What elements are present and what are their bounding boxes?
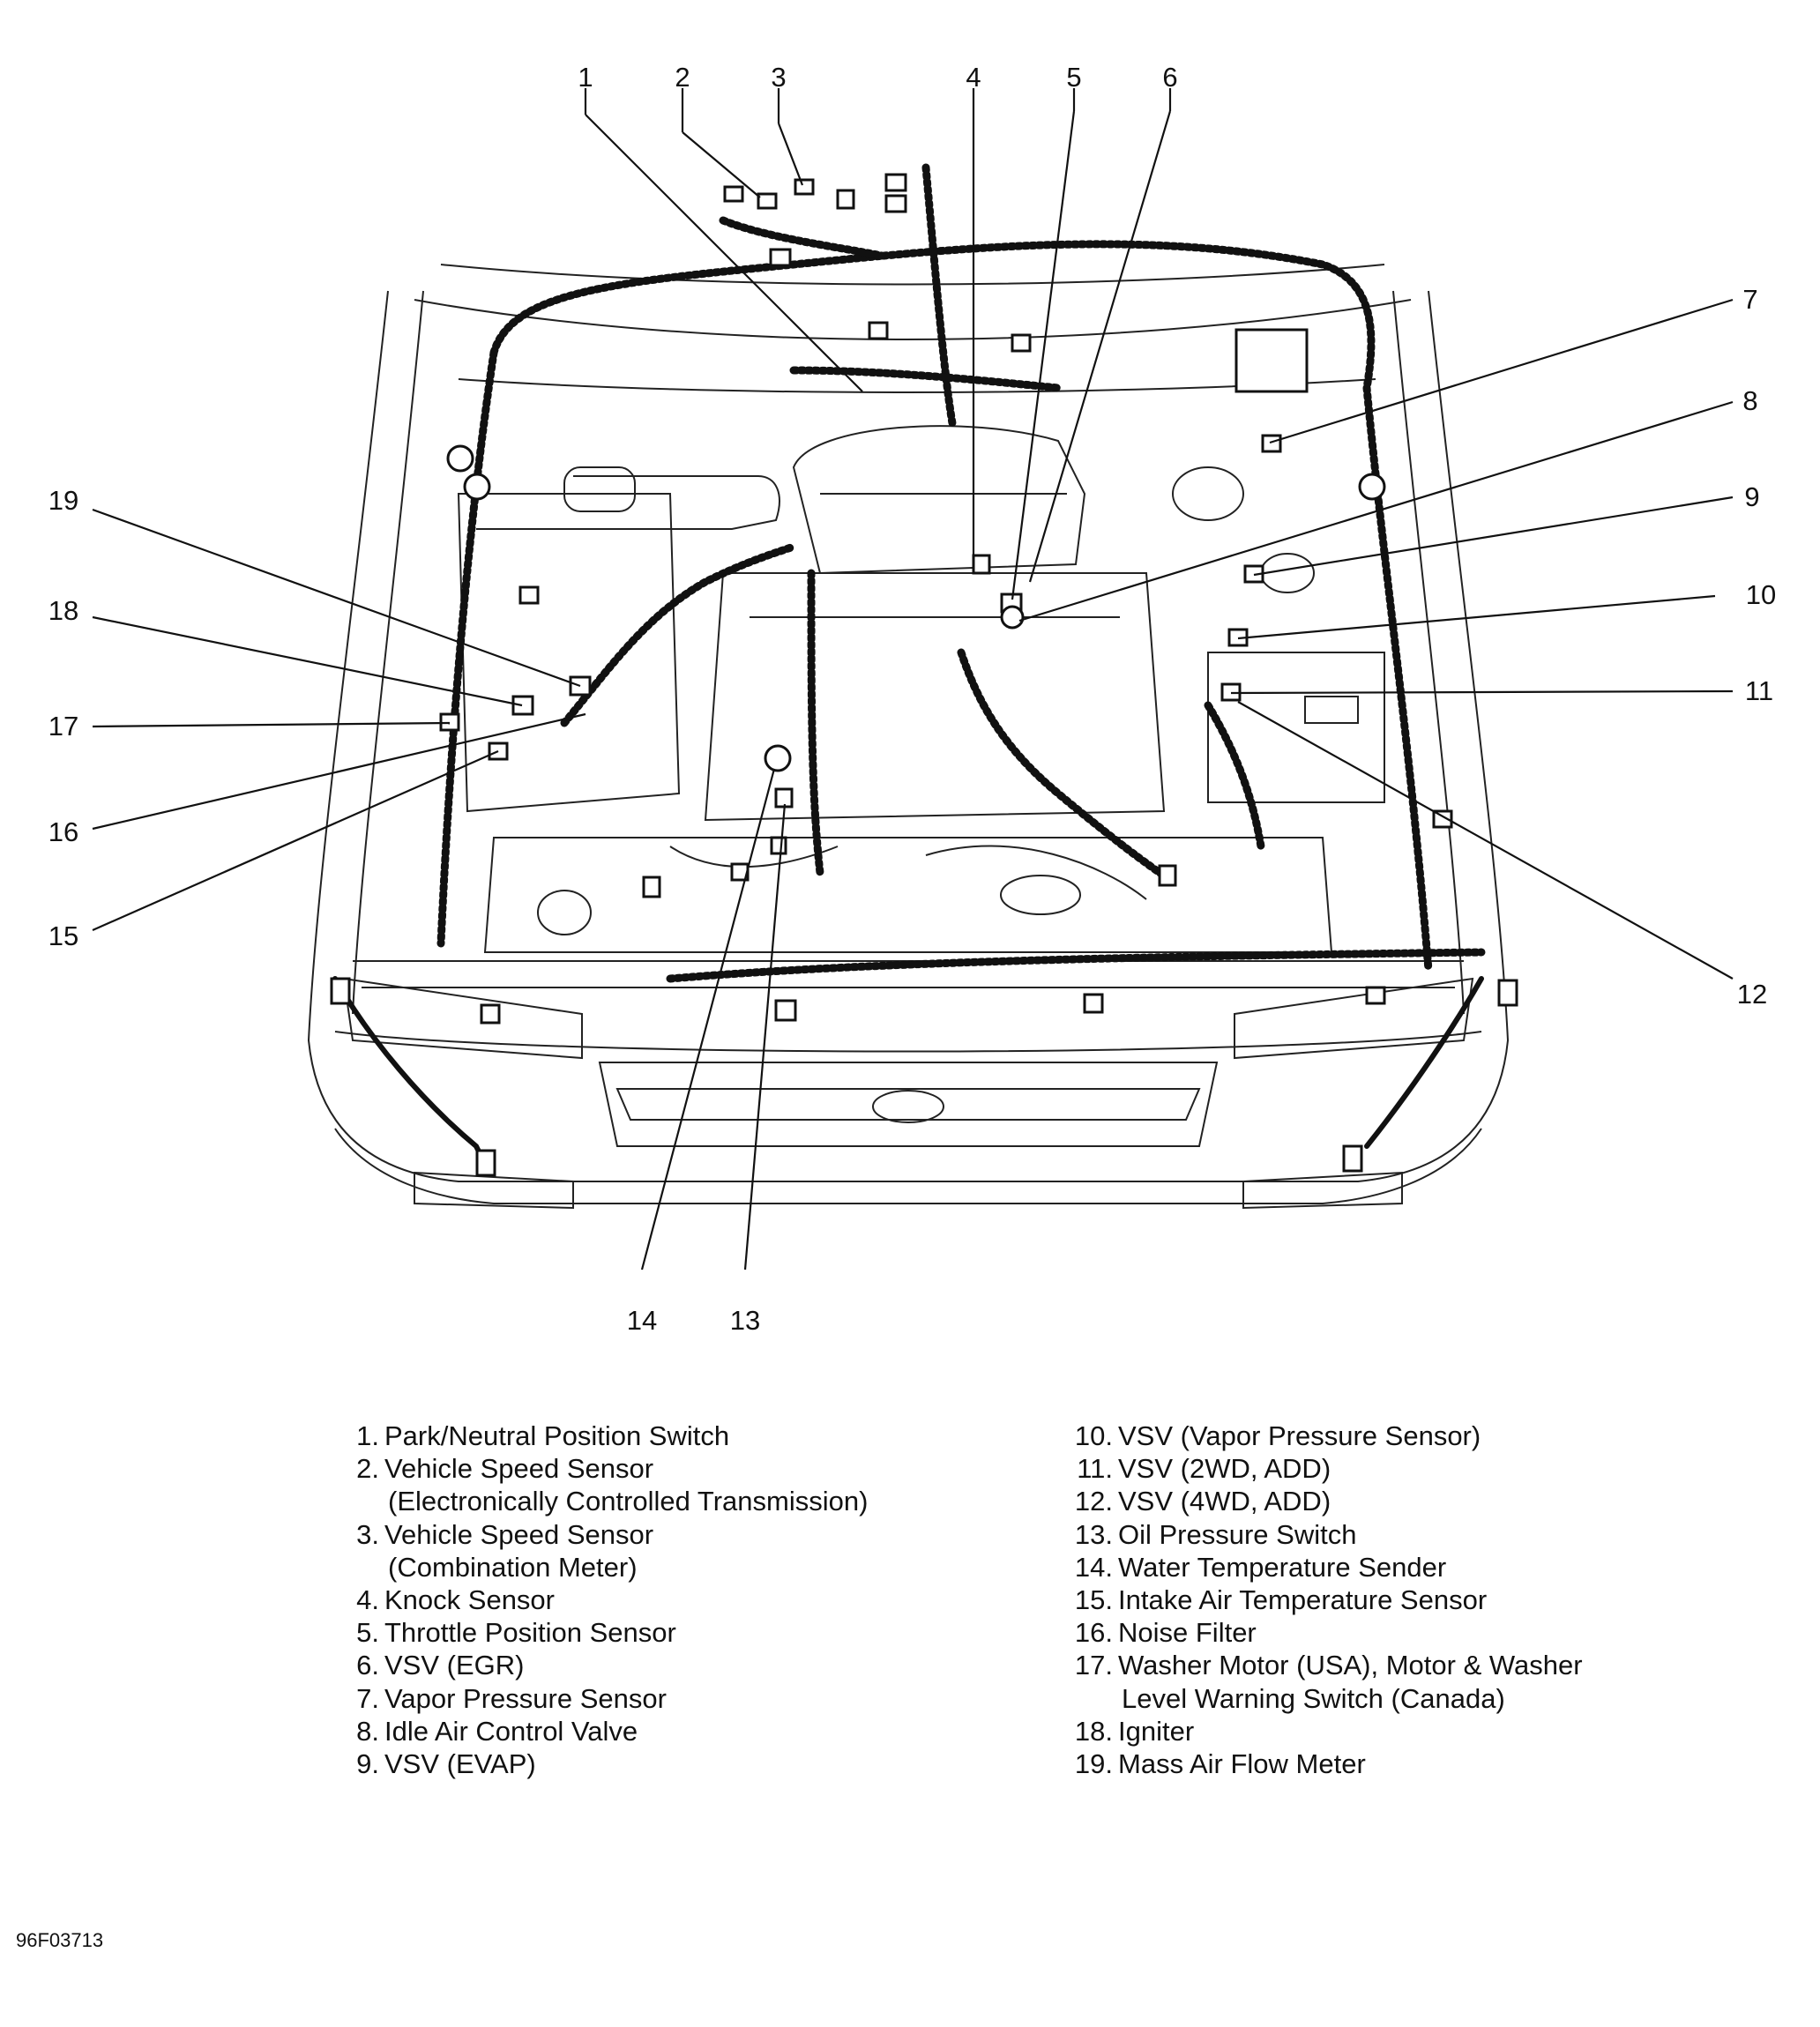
callout-11: 11	[1745, 675, 1773, 706]
legend-text: Knock Sensor	[384, 1584, 555, 1615]
callout-14: 14	[627, 1305, 657, 1336]
legend-number: 2.	[356, 1453, 379, 1485]
legend-text-continuation: Level Warning Switch (Canada)	[1122, 1682, 1505, 1714]
callout-15: 15	[48, 920, 78, 951]
legend-text-continuation: (Combination Meter)	[388, 1551, 638, 1583]
legend-number: 5.	[356, 1617, 379, 1649]
callout-18: 18	[48, 595, 78, 626]
legend-text: VSV (Vapor Pressure Sensor)	[1118, 1420, 1481, 1451]
callout-16: 16	[48, 816, 78, 847]
legend-number: 15.	[1074, 1584, 1113, 1615]
legend-number: 7.	[356, 1682, 379, 1714]
callout-7: 7	[1742, 284, 1757, 315]
legend-number: 10.	[1074, 1420, 1113, 1451]
legend-text: Park/Neutral Position Switch	[384, 1420, 730, 1451]
figure-code: 96F03713	[16, 1929, 104, 1951]
callout-10: 10	[1746, 579, 1776, 610]
legend-number: 12.	[1074, 1486, 1113, 1517]
legend-number: 9.	[356, 1748, 379, 1779]
legend-text-continuation: (Electronically Controlled Transmission)	[388, 1486, 869, 1517]
legend-text: Vehicle Speed Sensor	[384, 1453, 654, 1485]
callout-6: 6	[1162, 62, 1177, 93]
legend-number: 11.	[1077, 1453, 1113, 1485]
legend-number: 13.	[1074, 1518, 1113, 1550]
callout-12: 12	[1737, 979, 1767, 1010]
callout-5: 5	[1066, 62, 1081, 93]
callout-3: 3	[771, 62, 786, 93]
callout-1: 1	[578, 62, 593, 93]
callout-2: 2	[675, 62, 690, 93]
legend-number: 1.	[356, 1420, 379, 1451]
legend-text: Oil Pressure Switch	[1118, 1518, 1357, 1550]
legend-text: VSV (EGR)	[384, 1650, 525, 1681]
legend-number: 16.	[1074, 1617, 1113, 1649]
legend-text: Igniter	[1118, 1715, 1195, 1747]
callout-8: 8	[1742, 385, 1757, 416]
callout-17: 17	[48, 711, 78, 741]
legend-number: 17.	[1074, 1650, 1113, 1681]
vehicle-body-outline	[307, 264, 1510, 1210]
legend-text: Vehicle Speed Sensor	[384, 1518, 654, 1550]
legend-text: VSV (EVAP)	[384, 1748, 536, 1779]
callout-19: 19	[48, 485, 78, 516]
legend: 1.Park/Neutral Position Switch 2.Vehicle…	[0, 1420, 1820, 1790]
legend-text: VSV (4WD, ADD)	[1118, 1486, 1331, 1517]
legend-number: 14.	[1074, 1551, 1113, 1583]
callout-13: 13	[730, 1305, 760, 1336]
legend-number: 8.	[356, 1715, 379, 1747]
legend-text: Vapor Pressure Sensor	[384, 1682, 667, 1714]
legend-text: Mass Air Flow Meter	[1118, 1748, 1366, 1779]
legend-text: Washer Motor (USA), Motor & Washer	[1118, 1650, 1583, 1681]
engine-components	[457, 425, 1385, 953]
legend-number: 4.	[356, 1584, 379, 1615]
legend-number: 18.	[1074, 1715, 1113, 1747]
callout-4: 4	[966, 62, 981, 93]
legend-number: 3.	[356, 1518, 379, 1550]
legend-number: 19.	[1074, 1748, 1113, 1779]
leader-lines	[92, 88, 1734, 1271]
connectors	[330, 173, 1518, 1177]
legend-text: VSV (2WD, ADD)	[1118, 1453, 1331, 1485]
callout-9: 9	[1744, 481, 1759, 512]
legend-text: Water Temperature Sender	[1118, 1551, 1447, 1583]
legend-text: Idle Air Control Valve	[384, 1715, 638, 1747]
engine-compartment-diagram: 1 2 3 4 5 6 7 8 9 10 11 12 13 14 15 16 1…	[48, 62, 1776, 1336]
callout-labels: 1 2 3 4 5 6 7 8 9 10 11 12 13 14 15 16 1…	[48, 62, 1776, 1336]
legend-text: Noise Filter	[1118, 1617, 1257, 1649]
legend-text: Intake Air Temperature Sensor	[1118, 1584, 1488, 1615]
legend-text: Throttle Position Sensor	[384, 1617, 676, 1649]
legend-number: 6.	[356, 1650, 379, 1681]
wiring-harness	[332, 163, 1486, 1166]
